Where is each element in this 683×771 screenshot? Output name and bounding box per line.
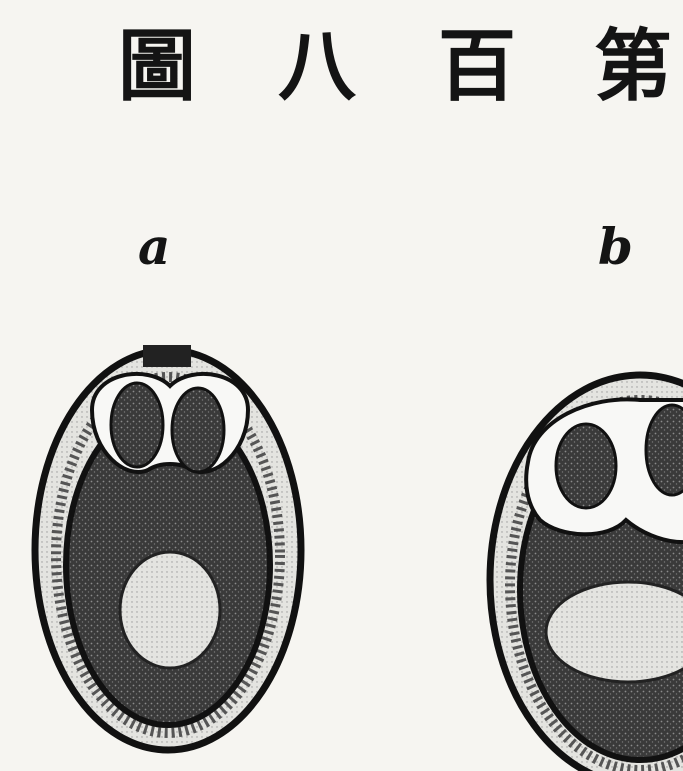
figure-a-drawing [35, 345, 301, 750]
figure-a-dark-spot-right [172, 388, 224, 472]
figure-a-cap [143, 345, 191, 367]
figure-a-nucleus [120, 552, 220, 668]
figure-b-drawing [490, 375, 683, 771]
figure-b-dark-spot-left [556, 424, 616, 508]
figure-a-dark-spot-left [111, 383, 163, 467]
